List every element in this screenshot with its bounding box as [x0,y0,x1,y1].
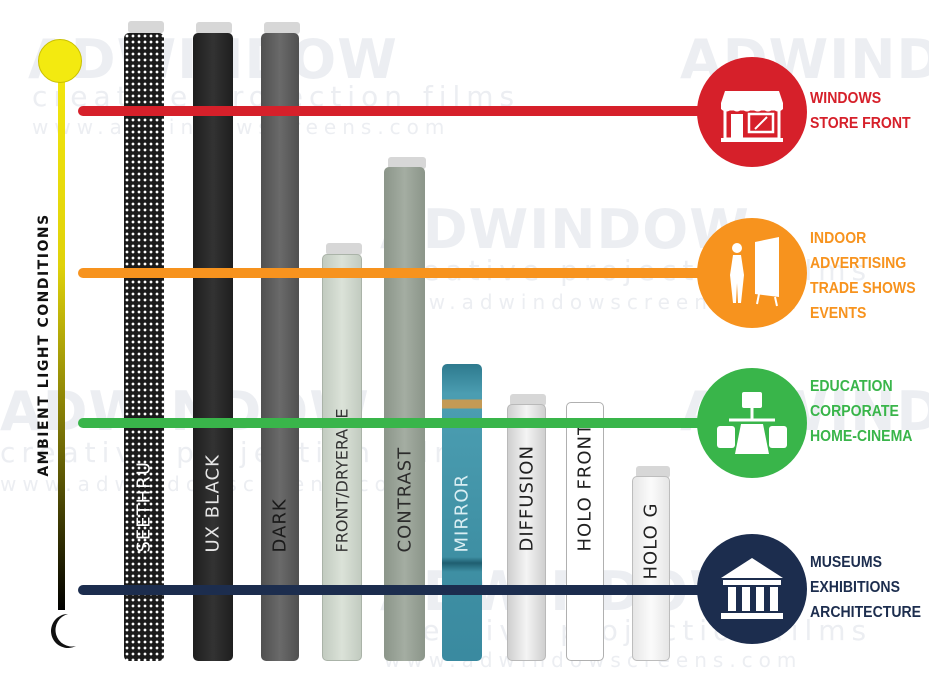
ambient-light-gradient [58,80,65,610]
bar-cap [264,22,300,34]
bar-seethru: SEETHRU [124,33,164,661]
bar-cap [636,466,670,478]
bar-cap [510,394,546,406]
category-line: EDUCATION [810,378,893,395]
bar-cap [128,21,164,33]
bar-cap [326,243,362,255]
category-line: STORE FRONT [810,115,911,132]
category-line: INDOOR [810,230,867,247]
sun-icon [38,39,82,83]
category-line: TRADE SHOWS [810,280,916,297]
bar-mirror: MIRROR [442,364,482,661]
bar-label-holo-front: HOLO FRONT [574,423,596,552]
bar-label-mirror: MIRROR [451,473,473,553]
person-display-icon [697,218,807,328]
line-windows [78,106,728,116]
line-indoor [78,268,728,278]
bar-holo-g: HOLO G [632,476,670,661]
category-education: EDUCATION CORPORATE HOME-CINEMA [810,374,912,449]
ambient-light-axis-label: AMBIENT LIGHT CONDITIONS [36,213,52,477]
bar-label-ux-black: UX BLACK [202,454,224,553]
bar-ux-black: UX BLACK [193,33,233,661]
network-screens-icon [697,368,807,478]
watermark-url: www.adwindowscreens.com [32,115,451,139]
category-line: EXHIBITIONS [810,579,900,596]
watermark-logo: ADWINDOW [0,380,369,443]
category-line: WINDOWS [810,90,882,107]
category-line: CORPORATE [810,403,899,420]
bar-label-holo-g: HOLO G [640,502,662,580]
museum-building-icon [697,534,807,644]
watermark-logo: ADWINDOW [380,198,750,261]
bar-label-contrast: CONTRAST [394,446,415,553]
category-line: ADVERTISING [810,255,907,272]
category-museums: MUSEUMS EXHIBITIONS ARCHITECTURE [810,550,921,625]
category-line: EVENTS [810,305,867,322]
line-education [78,418,728,428]
storefront-icon [697,57,807,167]
category-line: HOME-CINEMA [810,428,913,445]
category-line: MUSEUMS [810,554,882,571]
bar-cap [196,22,232,34]
bar-label-diffusion: DIFFUSION [516,445,537,552]
bar-label-front-dryerase: FRONT/DRYERASE [332,408,352,553]
category-windows: WINDOWS STORE FRONT [810,86,911,136]
bar-label-seethru: SEETHRU [133,461,155,553]
line-museums [78,585,728,595]
bar-holo-front: HOLO FRONT [566,402,604,661]
category-line: ARCHITECTURE [810,604,922,621]
bar-diffusion: DIFFUSION [507,404,546,661]
bar-dark: DARK [261,33,299,661]
bar-cap [388,157,426,169]
bar-front-dryerase: FRONT/DRYERASE [322,254,362,661]
moon-icon [51,614,76,648]
bar-contrast: CONTRAST [384,167,425,661]
category-indoor: INDOOR ADVERTISING TRADE SHOWS EVENTS [810,226,916,326]
bar-label-dark: DARK [269,498,291,553]
